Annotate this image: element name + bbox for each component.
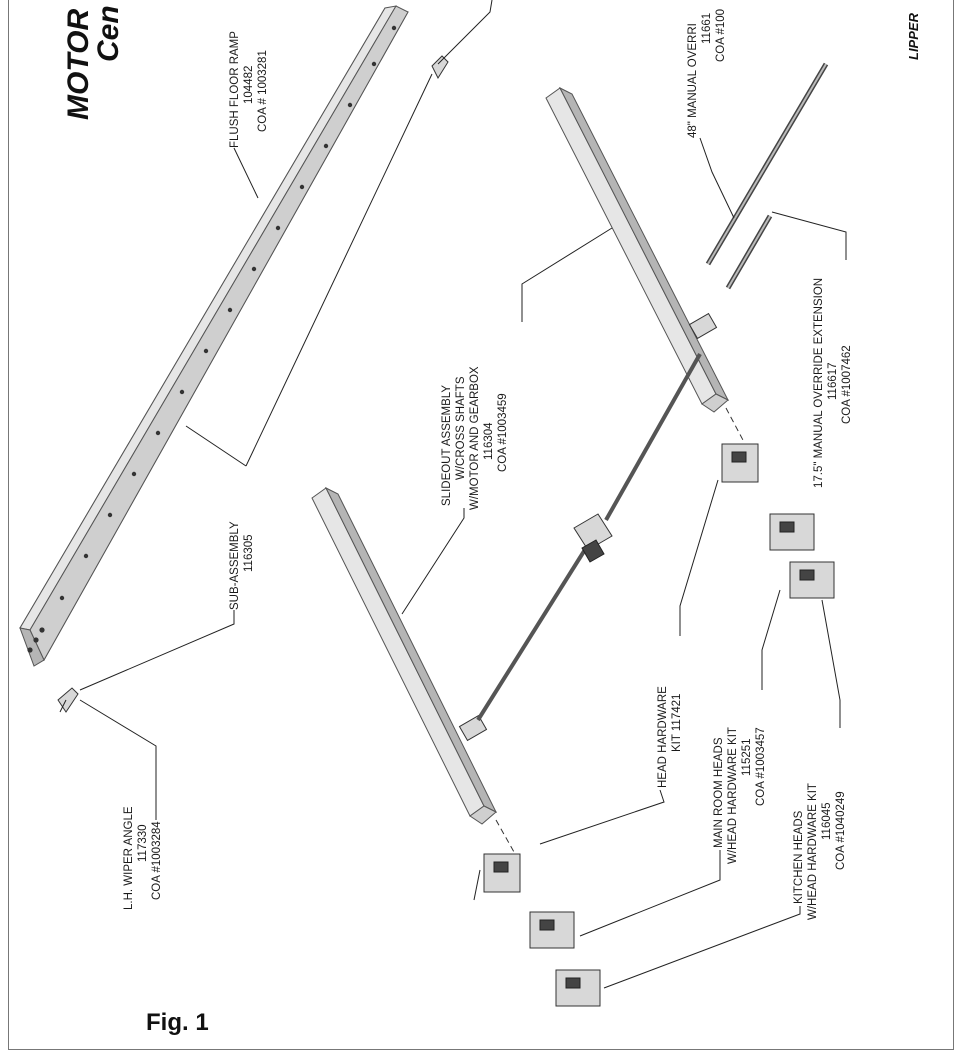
header-title-line2: Cen	[92, 5, 125, 62]
rh-wiper-angle-part	[431, 55, 449, 80]
slideout-beam-left	[311, 486, 498, 825]
svg-text:116305: 116305	[243, 534, 255, 572]
svg-text:KIT 117421: KIT 117421	[671, 694, 683, 752]
callout-main-room-heads: MAIN ROOM HEADS W/HEAD HARDWARE KIT 1152…	[713, 727, 767, 864]
svg-text:HEAD HARDWARE: HEAD HARDWARE	[657, 686, 669, 788]
svg-text:MAIN ROOM HEADS: MAIN ROOM HEADS	[713, 737, 725, 848]
callout-flush-floor-ramp: FLUSH FLOOR RAMP 104482 COA # 1003281	[229, 31, 269, 148]
svg-text:115251: 115251	[741, 738, 753, 776]
callout-manual-override-48: 48" MANUAL OVERRI 11661 COA #100	[687, 9, 727, 138]
main-room-head-left	[529, 911, 575, 949]
svg-text:11661: 11661	[701, 13, 713, 44]
callout-sub-assembly: SUB-ASSEMBLY 116305	[229, 521, 255, 610]
ramp-holes	[27, 25, 397, 653]
svg-text:KITCHEN HEADS: KITCHEN HEADS	[793, 810, 805, 904]
svg-text:COA # 1003281: COA # 1003281	[257, 50, 269, 132]
callout-kitchen-heads: KITCHEN HEADS W/HEAD HARDWARE KIT 116045…	[793, 783, 847, 920]
kitchen-head-left	[555, 969, 601, 1007]
header-title-line1: MOTOR	[62, 9, 95, 120]
cross-shaft-assembly	[476, 353, 702, 722]
page-border	[8, 0, 954, 1050]
svg-text:17.5" MANUAL OVERRIDE EXTENSIO: 17.5" MANUAL OVERRIDE EXTENSION	[813, 278, 825, 488]
svg-text:104482: 104482	[243, 66, 255, 104]
svg-text:48" MANUAL OVERRI: 48" MANUAL OVERRI	[687, 23, 699, 138]
svg-text:116617: 116617	[827, 362, 839, 400]
svg-text:W/HEAD HARDWARE KIT: W/HEAD HARDWARE KIT	[727, 727, 739, 864]
svg-text:116045: 116045	[821, 802, 833, 840]
svg-text:116304: 116304	[483, 422, 495, 460]
svg-text:117330: 117330	[137, 824, 149, 862]
manual-override-rods	[705, 62, 829, 290]
svg-text:FLUSH FLOOR RAMP: FLUSH FLOOR RAMP	[229, 31, 241, 148]
head-hardware-left	[473, 853, 521, 901]
svg-text:W/MOTOR AND GEARBOX: W/MOTOR AND GEARBOX	[469, 366, 481, 510]
callout-slideout-assembly: SLIDEOUT ASSEMBLY W/CROSS SHAFTS W/MOTOR…	[441, 366, 509, 510]
svg-text:COA #1040249: COA #1040249	[835, 791, 847, 870]
svg-text:COA #1003457: COA #1003457	[755, 727, 767, 806]
flush-floor-ramp-drawing	[19, 5, 409, 667]
svg-text:COA #1007462: COA #1007462	[841, 345, 853, 424]
leader-lines	[79, 0, 847, 989]
header-brand: LIPPER	[906, 12, 921, 60]
callout-manual-override-extension: 17.5" MANUAL OVERRIDE EXTENSION 116617 C…	[813, 278, 853, 488]
svg-text:L.H. WIPER ANGLE: L.H. WIPER ANGLE	[123, 806, 135, 910]
svg-text:W/HEAD HARDWARE KIT: W/HEAD HARDWARE KIT	[807, 783, 819, 920]
callout-head-hardware-kit: HEAD HARDWARE KIT 117421	[657, 686, 683, 788]
figure-label: Fig. 1	[146, 1009, 209, 1036]
svg-text:COA #1003284: COA #1003284	[151, 821, 163, 900]
svg-text:SUB-ASSEMBLY: SUB-ASSEMBLY	[229, 521, 241, 610]
svg-text:COA #100: COA #100	[715, 9, 727, 62]
kitchen-head-right	[789, 561, 835, 599]
svg-text:W/CROSS SHAFTS: W/CROSS SHAFTS	[455, 376, 467, 480]
callout-lh-wiper-angle: L.H. WIPER ANGLE 117330 COA #1003284	[123, 806, 163, 910]
alignment-dashes	[495, 407, 745, 853]
head-hardware-right	[721, 443, 759, 483]
main-room-head-right	[769, 513, 815, 551]
lh-wiper-angle-part	[57, 687, 79, 713]
svg-text:COA #1003459: COA #1003459	[497, 393, 509, 472]
svg-text:SLIDEOUT ASSEMBLY: SLIDEOUT ASSEMBLY	[441, 385, 453, 506]
slideout-beam-right	[545, 86, 730, 413]
